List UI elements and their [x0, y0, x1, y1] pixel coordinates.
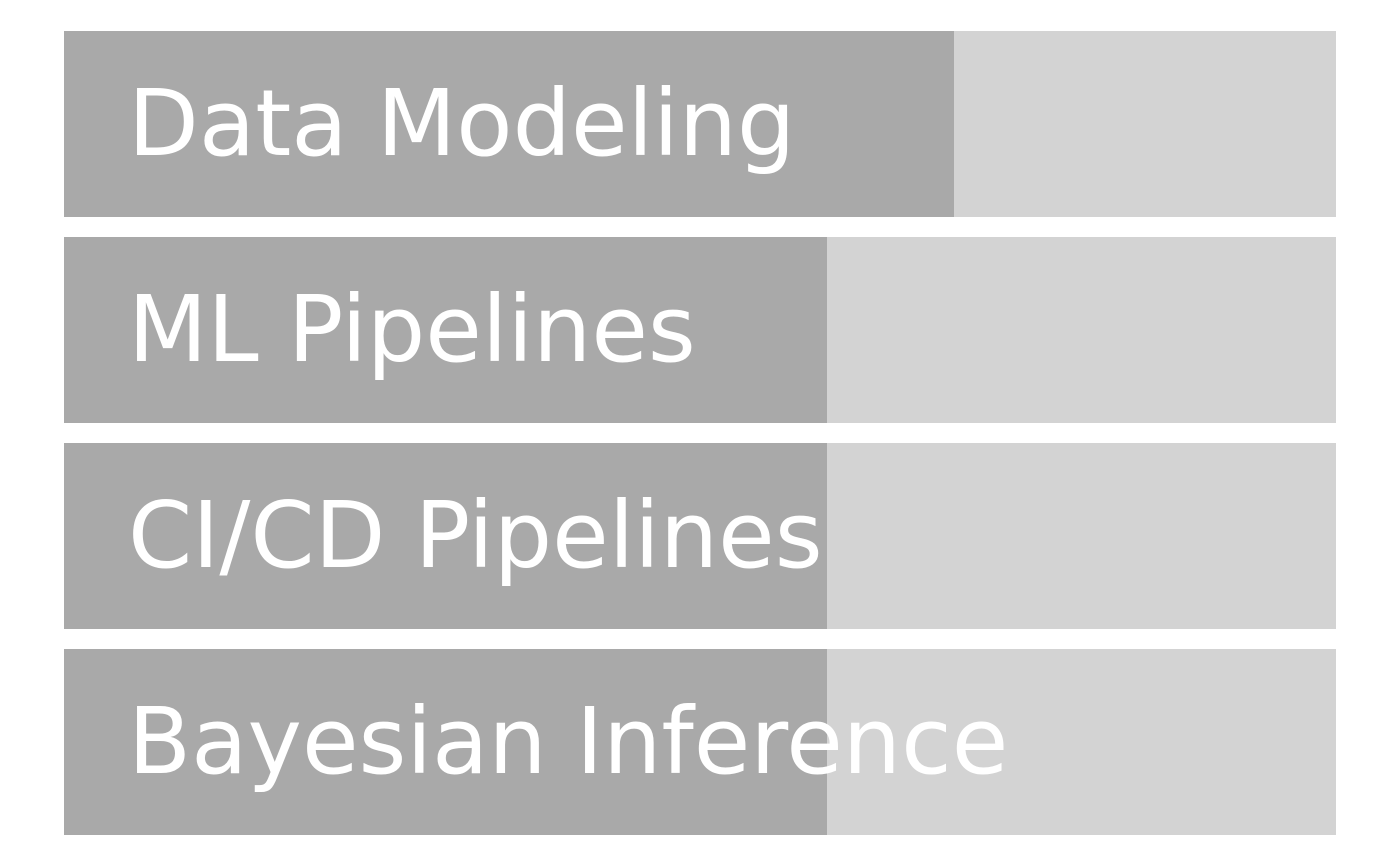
bar-fill [64, 649, 827, 835]
bar-fill [64, 237, 827, 423]
bar-label: CI/CD Pipelines [128, 482, 823, 589]
bar-label: ML Pipelines [128, 276, 696, 383]
bar-row: Data Modeling [64, 31, 1336, 217]
bar-row: ML Pipelines [64, 237, 1336, 423]
bar-fill [64, 31, 954, 217]
bar-fill [64, 443, 827, 629]
bar-label: Bayesian Inference [128, 688, 1009, 795]
bar-label: Data Modeling [128, 70, 796, 177]
bar-row: Bayesian Inference [64, 649, 1336, 835]
bar-row: CI/CD Pipelines [64, 443, 1336, 629]
